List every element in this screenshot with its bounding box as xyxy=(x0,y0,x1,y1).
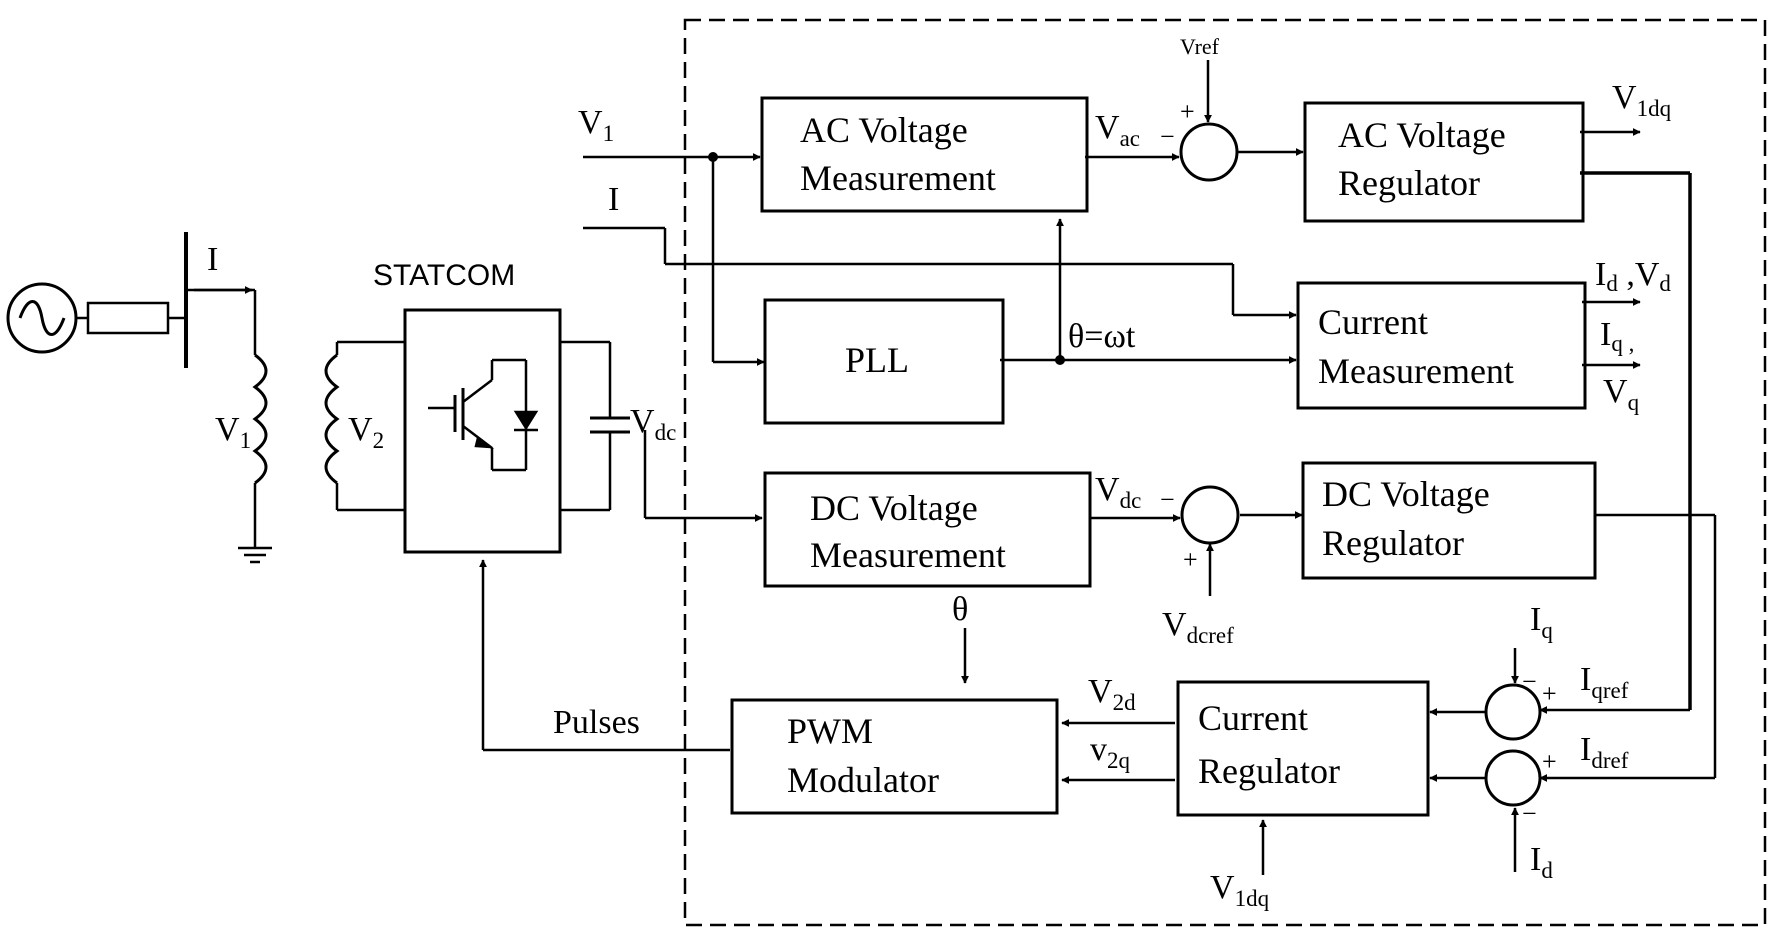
dc-meas-line1: DC Voltage xyxy=(810,488,978,528)
power-circuit xyxy=(6,232,630,564)
dc-meas-line2: Measurement xyxy=(810,535,1006,575)
label-V1dq-output: V1dq xyxy=(1612,79,1672,121)
q-minus-sign: − xyxy=(1522,667,1537,696)
q-plus-sign: + xyxy=(1542,679,1557,708)
statcom-title: STATCOM xyxy=(373,259,515,292)
statcom-converter xyxy=(403,308,562,554)
label-V1-transformer: V1 xyxy=(215,411,251,453)
label-theta-wt: θ=ωt xyxy=(1068,318,1136,355)
pwm-line2: Modulator xyxy=(787,760,939,800)
label-Iq-output: Iq , xyxy=(1600,316,1634,356)
label-Vac: Vac xyxy=(1095,109,1140,151)
cur-reg-line1: Current xyxy=(1198,698,1308,738)
q-summing-junction xyxy=(1484,683,1542,741)
dc-plus-sign: + xyxy=(1183,545,1198,574)
ac-minus-sign: − xyxy=(1160,122,1175,151)
transformer-secondary xyxy=(324,353,340,485)
cur-meas-line2: Measurement xyxy=(1318,351,1514,391)
ac-reg-line1: AC Voltage xyxy=(1338,115,1506,155)
ac-voltage-measurement-block xyxy=(760,96,1089,213)
label-Vref: Vref xyxy=(1180,34,1220,59)
block-labels: AC Voltage Measurement AC Voltage Regula… xyxy=(787,110,1514,800)
ac-plus-sign: + xyxy=(1180,97,1195,126)
d-minus-sign: − xyxy=(1522,799,1537,828)
ac-meas-line1: AC Voltage xyxy=(800,110,968,150)
label-Iq-input: Iq xyxy=(1530,601,1553,643)
label-I-input: I xyxy=(608,181,619,218)
dc-voltage-measurement-block xyxy=(763,471,1092,588)
dc-summing-junction xyxy=(1180,485,1240,545)
label-theta: θ xyxy=(952,591,968,628)
label-pulses: Pulses xyxy=(553,704,640,741)
pll-block xyxy=(763,298,1005,425)
label-Iqref: Iqref xyxy=(1580,661,1629,703)
label-Vdcref: Vdcref xyxy=(1162,606,1234,648)
ac-summing-junction xyxy=(1179,122,1239,182)
pll-label: PLL xyxy=(845,340,909,380)
label-V2-transformer: V2 xyxy=(348,411,384,453)
label-Vdc-summer: Vdc xyxy=(1095,471,1141,513)
signal-labels: STATCOM I V1 V2 Vdc V1 I Vref Vac V1dq I… xyxy=(207,34,1672,911)
current-regulator-block xyxy=(1176,680,1430,817)
dc-voltage-regulator-block xyxy=(1301,461,1597,580)
current-measurement-block xyxy=(1296,281,1587,410)
line-impedance xyxy=(86,301,170,335)
controller-boundary xyxy=(683,18,1767,927)
label-Idref: Idref xyxy=(1580,731,1629,773)
ac-voltage-regulator-block xyxy=(1303,101,1585,223)
label-V2d: V2d xyxy=(1088,673,1136,715)
ground-icon xyxy=(238,546,272,564)
pwm-modulator-block xyxy=(730,698,1059,815)
cur-reg-line2: Regulator xyxy=(1198,751,1340,791)
label-Vq: Vq xyxy=(1603,373,1640,415)
blocks xyxy=(730,96,1597,817)
summer-signs: + − − + − + + − xyxy=(1160,97,1557,828)
label-V1-input: V1 xyxy=(578,104,614,146)
ac-reg-line2: Regulator xyxy=(1338,163,1480,203)
label-Id-Vd: Id ,Vd xyxy=(1595,256,1671,296)
label-Vdc-capacitor: Vdc xyxy=(630,403,676,445)
transformer-primary xyxy=(252,353,268,485)
signal-wiring xyxy=(479,60,1717,875)
dc-reg-line2: Regulator xyxy=(1322,523,1464,563)
pwm-line1: PWM xyxy=(787,711,873,751)
igbt-icon xyxy=(428,358,539,472)
junction-dots xyxy=(708,152,1065,365)
ac-meas-line2: Measurement xyxy=(800,158,996,198)
label-Id-input: Id xyxy=(1530,841,1553,883)
label-v2q: v2q xyxy=(1090,731,1131,773)
label-I-source: I xyxy=(207,241,218,278)
d-summing-junction xyxy=(1484,749,1542,807)
d-plus-sign: + xyxy=(1542,747,1557,776)
label-V1dq-input: V1dq xyxy=(1210,869,1270,911)
cur-meas-line1: Current xyxy=(1318,302,1428,342)
dc-reg-line1: DC Voltage xyxy=(1322,474,1490,514)
dc-minus-sign: − xyxy=(1160,485,1175,514)
